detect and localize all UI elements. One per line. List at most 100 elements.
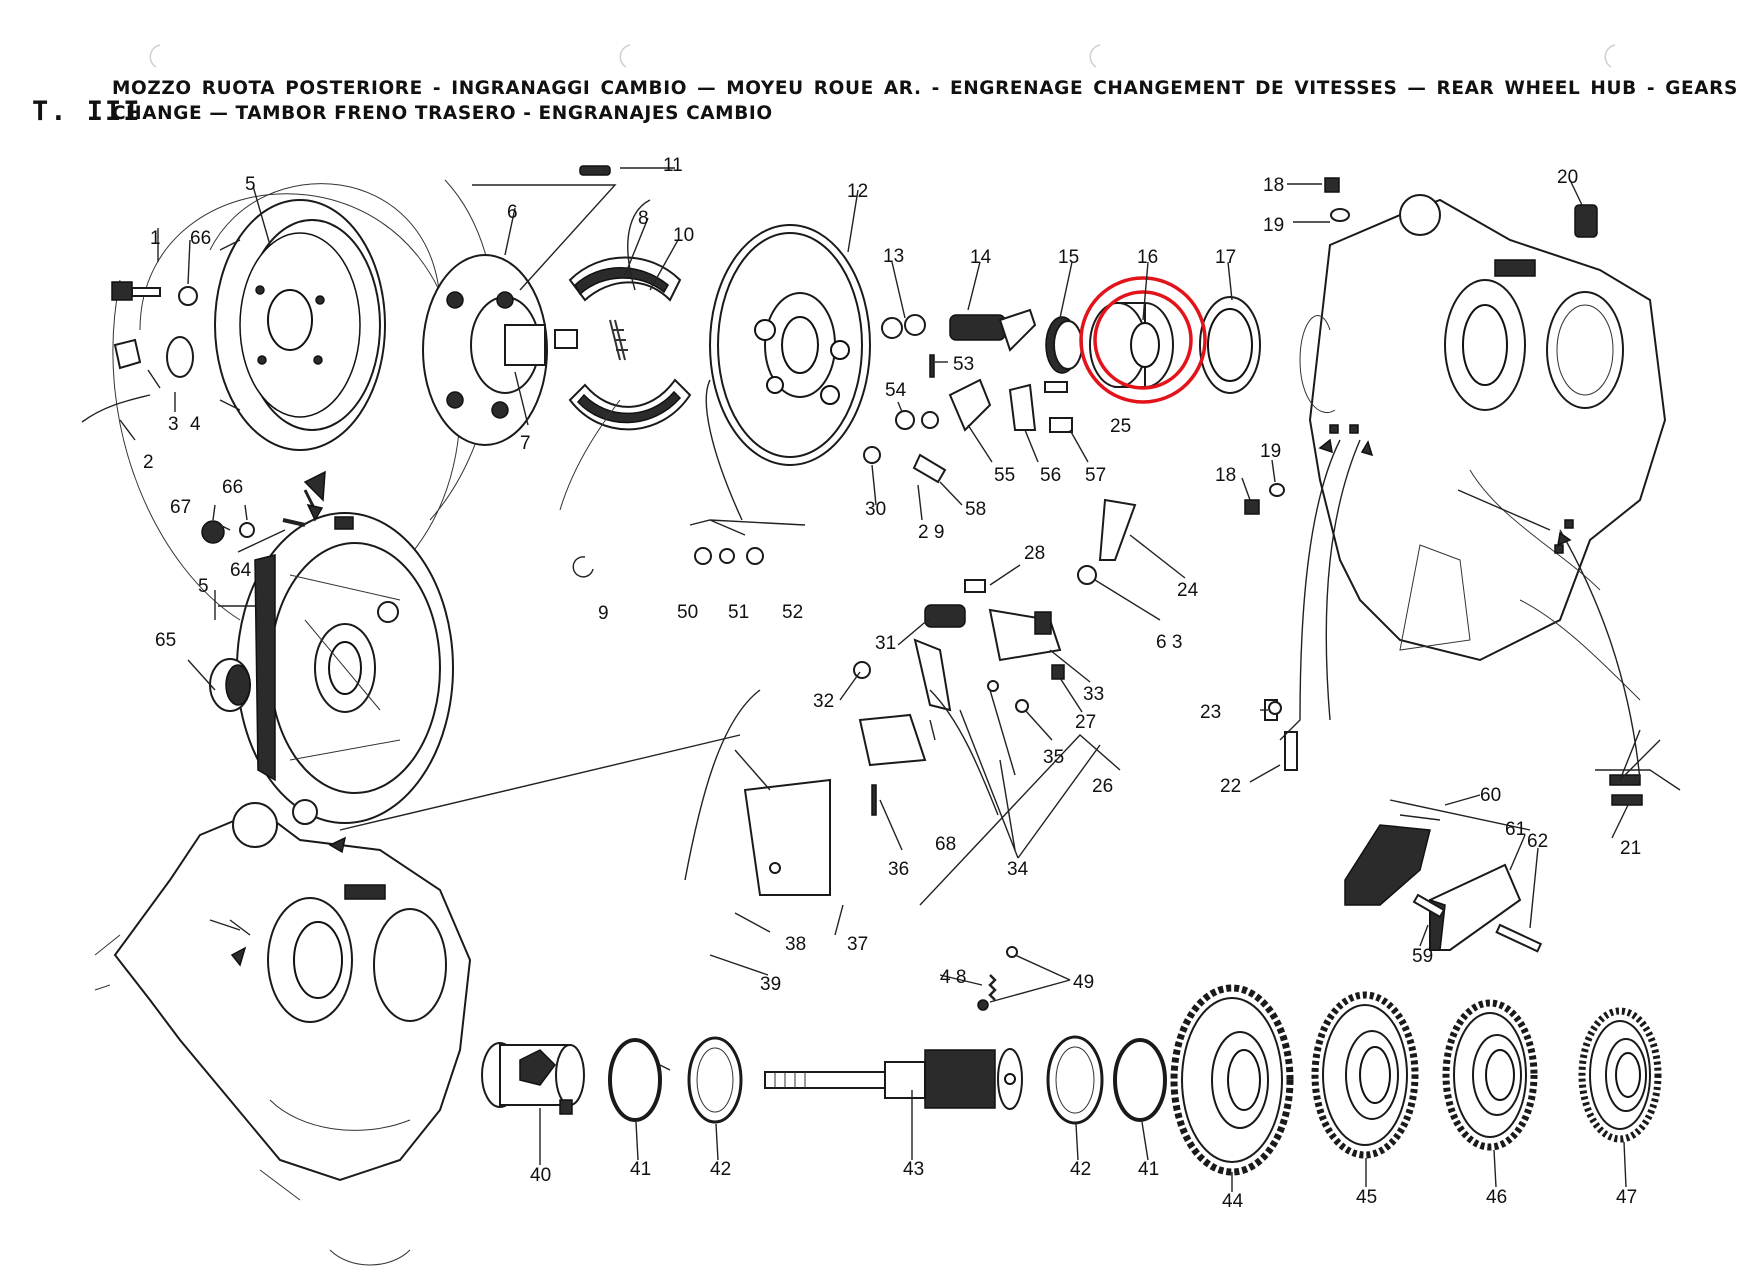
label-51: 51 <box>728 602 749 623</box>
label-66-top: 66 <box>190 228 211 249</box>
label-65: 65 <box>155 630 176 651</box>
label-38: 38 <box>785 934 806 955</box>
selector-drum-40 <box>481 1042 585 1115</box>
label-2: 2 <box>143 452 154 473</box>
title-line-1: MOZZO RUOTA POSTERIORE - INGRANAGGI CAMB… <box>112 78 1738 99</box>
label-63: 6 3 <box>1156 632 1182 653</box>
label-52: 52 <box>782 602 803 623</box>
label-59: 59 <box>1412 946 1433 967</box>
spring-ball-48-49 <box>977 946 1018 1011</box>
brake-shoes <box>554 256 692 511</box>
label-7: 7 <box>520 433 531 454</box>
label-57: 57 <box>1085 465 1106 486</box>
grouping-lines <box>209 184 1681 936</box>
label-12: 12 <box>847 181 868 202</box>
label-13: 13 <box>883 246 904 267</box>
label-64: 64 <box>230 560 252 581</box>
label-29: 2 9 <box>918 522 944 543</box>
label-50: 50 <box>677 602 698 623</box>
gear-47 <box>1578 1007 1662 1143</box>
label-42-left: 42 <box>710 1159 731 1180</box>
part-labels: 1 2 3 4 5 5 6 7 8 9 10 11 12 13 14 15 16… <box>143 155 1641 1212</box>
label-3: 3 <box>168 414 179 435</box>
plate-number: T. III <box>32 96 142 127</box>
label-60: 60 <box>1480 785 1501 806</box>
label-41-left: 41 <box>630 1159 651 1180</box>
label-18-low: 18 <box>1215 465 1236 486</box>
label-67: 67 <box>170 497 191 518</box>
label-6: 6 <box>507 202 518 223</box>
label-34: 34 <box>1007 859 1029 880</box>
label-53: 53 <box>953 354 974 375</box>
label-22: 22 <box>1220 776 1241 797</box>
brake-cam-parts <box>863 308 1073 484</box>
label-30: 30 <box>865 499 886 520</box>
gear-44 <box>1170 984 1294 1176</box>
label-8: 8 <box>638 208 649 229</box>
label-11: 11 <box>663 155 683 176</box>
label-10: 10 <box>673 225 694 246</box>
screws-right <box>1244 177 1598 515</box>
label-35: 35 <box>1043 747 1064 768</box>
label-48: 4 8 <box>940 967 966 988</box>
label-18-top: 18 <box>1263 175 1284 196</box>
main-shaft-43 <box>764 1048 1023 1110</box>
label-19-low: 19 <box>1260 441 1281 462</box>
label-24: 24 <box>1177 580 1199 601</box>
label-45: 45 <box>1356 1187 1377 1208</box>
label-9: 9 <box>598 603 609 624</box>
label-5-hub: 5 <box>198 576 209 597</box>
label-25: 25 <box>1110 416 1131 437</box>
crankcase-right <box>1299 194 1667 701</box>
label-37: 37 <box>847 934 868 955</box>
cover-plate-60 <box>1344 774 1643 953</box>
label-54: 54 <box>885 380 907 401</box>
label-16: 16 <box>1137 247 1158 268</box>
rear-hub-casting <box>236 470 454 825</box>
label-43: 43 <box>903 1159 924 1180</box>
label-39: 39 <box>760 974 781 995</box>
label-46: 46 <box>1486 1187 1507 1208</box>
circlips-washers <box>608 1035 1167 1125</box>
label-49: 49 <box>1073 972 1094 993</box>
hub-flange <box>422 254 548 446</box>
label-41-right: 41 <box>1138 1159 1159 1180</box>
gear-46 <box>1442 999 1538 1151</box>
brake-plate <box>709 224 871 466</box>
gear-45 <box>1311 991 1419 1159</box>
arrows <box>230 438 1572 967</box>
label-23: 23 <box>1200 702 1221 723</box>
label-1: 1 <box>150 228 161 249</box>
label-62: 62 <box>1527 831 1548 852</box>
label-55: 55 <box>994 465 1015 486</box>
bearing-highlight <box>1079 276 1207 404</box>
label-5-top: 5 <box>245 174 256 195</box>
gear-selector-parts <box>743 498 1298 896</box>
label-66-mid: 66 <box>222 477 243 498</box>
label-4: 4 <box>190 414 201 435</box>
label-28: 28 <box>1024 543 1045 564</box>
bearing-group <box>1045 296 1261 394</box>
label-26: 26 <box>1092 776 1113 797</box>
label-20: 20 <box>1557 167 1578 188</box>
brake-drum <box>214 199 386 451</box>
label-14: 14 <box>970 247 992 268</box>
label-61: 61 <box>1505 819 1526 840</box>
label-15: 15 <box>1058 247 1079 268</box>
label-17: 17 <box>1215 247 1236 268</box>
hub-small-parts <box>81 281 306 712</box>
label-44: 44 <box>1222 1191 1244 1212</box>
label-27: 27 <box>1075 712 1096 733</box>
crankcase-left <box>94 802 472 1266</box>
label-33: 33 <box>1083 684 1104 705</box>
label-21: 21 <box>1620 838 1641 859</box>
page-title: MOZZO RUOTA POSTERIORE - INGRANAGGI CAMB… <box>112 76 1738 126</box>
label-47: 47 <box>1616 1187 1637 1208</box>
punch-marks <box>149 44 1616 68</box>
label-19-top: 19 <box>1263 215 1284 236</box>
label-40: 40 <box>530 1165 551 1186</box>
label-31: 31 <box>875 633 896 654</box>
label-56: 56 <box>1040 465 1061 486</box>
